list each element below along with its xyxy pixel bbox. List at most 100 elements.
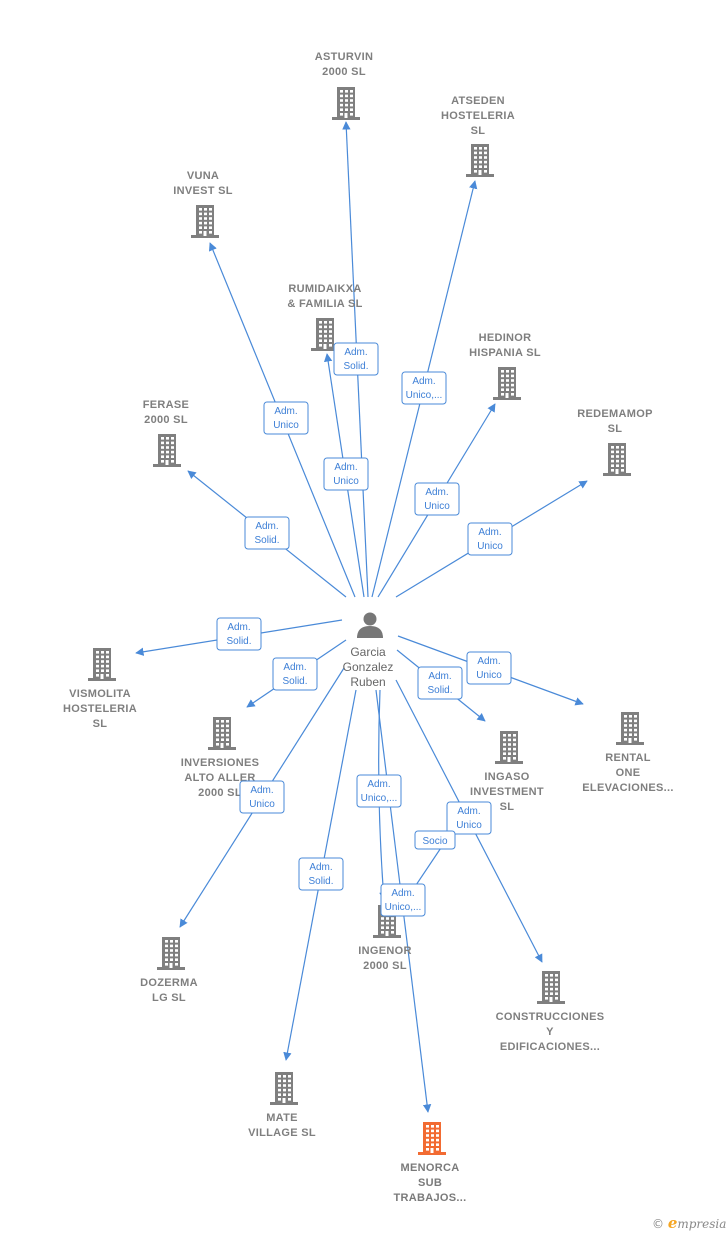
building-icon[interactable]	[493, 367, 521, 400]
person-name-line[interactable]: Gonzalez	[343, 660, 394, 674]
edge-label-box[interactable]	[401, 371, 447, 405]
edge-label-text: Adm.	[283, 662, 306, 673]
edge-label-text: Unico	[456, 820, 482, 831]
person-icon[interactable]	[357, 612, 383, 639]
company-label-ingenor[interactable]: INGENOR	[358, 945, 411, 957]
company-label-ingenor[interactable]: 2000 SL	[363, 960, 407, 972]
company-label-ferase[interactable]: 2000 SL	[144, 414, 188, 426]
company-label-mate[interactable]: MATE	[266, 1112, 298, 1124]
building-icon[interactable]	[191, 205, 219, 238]
company-label-mate[interactable]: VILLAGE SL	[248, 1127, 316, 1139]
company-label-dozerma[interactable]: DOZERMA	[140, 977, 198, 989]
edge-label-text: Solid.	[343, 361, 368, 372]
company-label-inversiones[interactable]: INVERSIONES	[181, 757, 260, 769]
company-label-rental[interactable]: ELEVACIONES...	[582, 782, 673, 794]
company-label-hedinor[interactable]: HEDINOR	[479, 332, 532, 344]
building-icon[interactable]	[311, 318, 339, 351]
company-label-atseden[interactable]: SL	[471, 125, 486, 137]
edge-label-box[interactable]	[244, 516, 290, 550]
company-label-asturvin[interactable]: ASTURVIN	[315, 51, 373, 63]
edge-label-text: Unico	[249, 799, 275, 810]
company-label-hedinor[interactable]: HISPANIA SL	[469, 347, 541, 359]
edge-label-box[interactable]	[414, 482, 460, 516]
company-label-rumidaikxa[interactable]: RUMIDAIKXA	[288, 283, 361, 295]
company-label-inversiones[interactable]: ALTO ALLER	[184, 772, 255, 784]
building-icon[interactable]	[88, 648, 116, 681]
edge-label-text: Adm.	[255, 521, 278, 532]
edge-label-text: Adm.	[250, 785, 273, 796]
edge-label-box[interactable]	[333, 342, 379, 376]
edge-label-box[interactable]	[356, 774, 402, 808]
edge-label-box[interactable]	[239, 780, 285, 814]
company-label-vuna[interactable]: INVEST SL	[173, 185, 233, 197]
edge-label-box[interactable]	[380, 883, 426, 917]
building-icon[interactable]	[418, 1122, 446, 1155]
company-label-vismolita[interactable]: HOSTELERIA	[63, 703, 137, 715]
building-icon[interactable]	[495, 731, 523, 764]
company-label-construcciones[interactable]: CONSTRUCCIONES	[496, 1011, 605, 1023]
company-label-atseden[interactable]: HOSTELERIA	[441, 110, 515, 122]
building-icon[interactable]	[153, 434, 181, 467]
edge-label-text: Unico	[273, 420, 299, 431]
edge-label-box[interactable]	[216, 617, 262, 651]
edge-label-box[interactable]	[446, 801, 492, 835]
edge-label-text: Adm.	[334, 462, 357, 473]
edge-label-text: Adm.	[309, 862, 332, 873]
company-label-menorca[interactable]: MENORCA	[401, 1162, 460, 1174]
edge-label-box[interactable]	[272, 657, 318, 691]
company-label-inversiones[interactable]: 2000 SL	[198, 787, 242, 799]
company-label-redemamop[interactable]: REDEMAMOP	[577, 408, 652, 420]
company-label-rental[interactable]: RENTAL	[605, 752, 651, 764]
edge-label-text: Solid.	[282, 676, 307, 687]
company-label-asturvin[interactable]: 2000 SL	[322, 66, 366, 78]
person-name-line[interactable]: Garcia	[350, 645, 386, 659]
edge-label-box[interactable]	[467, 522, 513, 556]
company-label-ferase[interactable]: FERASE	[143, 399, 189, 411]
building-icon[interactable]	[537, 971, 565, 1004]
building-icon[interactable]	[603, 443, 631, 476]
edge-label-text: Solid.	[308, 876, 333, 887]
edge-label-text: Solid.	[427, 685, 452, 696]
edge-label-text: Solid.	[254, 535, 279, 546]
company-label-vismolita[interactable]: SL	[93, 718, 108, 730]
edges-layer	[135, 121, 588, 1113]
edge-label-box[interactable]	[417, 666, 463, 700]
company-label-menorca[interactable]: SUB	[418, 1177, 442, 1189]
company-label-rental[interactable]: ONE	[616, 767, 641, 779]
building-icon[interactable]	[466, 144, 494, 177]
company-label-ingaso[interactable]: INGASO	[484, 771, 529, 783]
edge-label-box[interactable]	[323, 457, 369, 491]
company-label-dozerma[interactable]: LG SL	[152, 992, 186, 1004]
company-label-redemamop[interactable]: SL	[608, 423, 623, 435]
edge-label-box[interactable]	[414, 830, 456, 850]
edge-label-text: Adm.	[425, 487, 448, 498]
person-name-line[interactable]: Ruben	[350, 675, 385, 689]
brand-name: mpresia	[677, 1217, 727, 1231]
building-icon[interactable]	[208, 717, 236, 750]
company-label-ingaso[interactable]: SL	[500, 801, 515, 813]
edge-label-text: Unico	[476, 670, 502, 681]
edge-label-box[interactable]	[263, 401, 309, 435]
edge-label-text: Adm.	[344, 347, 367, 358]
edge-label-text: Adm.	[457, 806, 480, 817]
company-label-vismolita[interactable]: VISMOLITA	[69, 688, 131, 700]
company-label-atseden[interactable]: ATSEDEN	[451, 95, 505, 107]
building-icon[interactable]	[616, 712, 644, 745]
edge-label-box[interactable]	[298, 857, 344, 891]
company-label-menorca[interactable]: TRABAJOS...	[394, 1192, 467, 1204]
company-label-construcciones[interactable]: EDIFICACIONES...	[500, 1041, 600, 1053]
company-label-ingaso[interactable]: INVESTMENT	[470, 786, 544, 798]
company-label-rumidaikxa[interactable]: & FAMILIA SL	[287, 298, 362, 310]
building-icon[interactable]	[332, 87, 360, 120]
edge-label-text: Solid.	[226, 636, 251, 647]
building-icon[interactable]	[157, 937, 185, 970]
company-label-construcciones[interactable]: Y	[546, 1026, 554, 1038]
edge-label-box[interactable]	[466, 651, 512, 685]
building-icon[interactable]	[270, 1072, 298, 1105]
brand-initial: e	[667, 1214, 678, 1232]
edge-label-text: Adm.	[478, 527, 501, 538]
edge-label-text: Adm.	[428, 671, 451, 682]
company-label-vuna[interactable]: VUNA	[187, 170, 219, 182]
